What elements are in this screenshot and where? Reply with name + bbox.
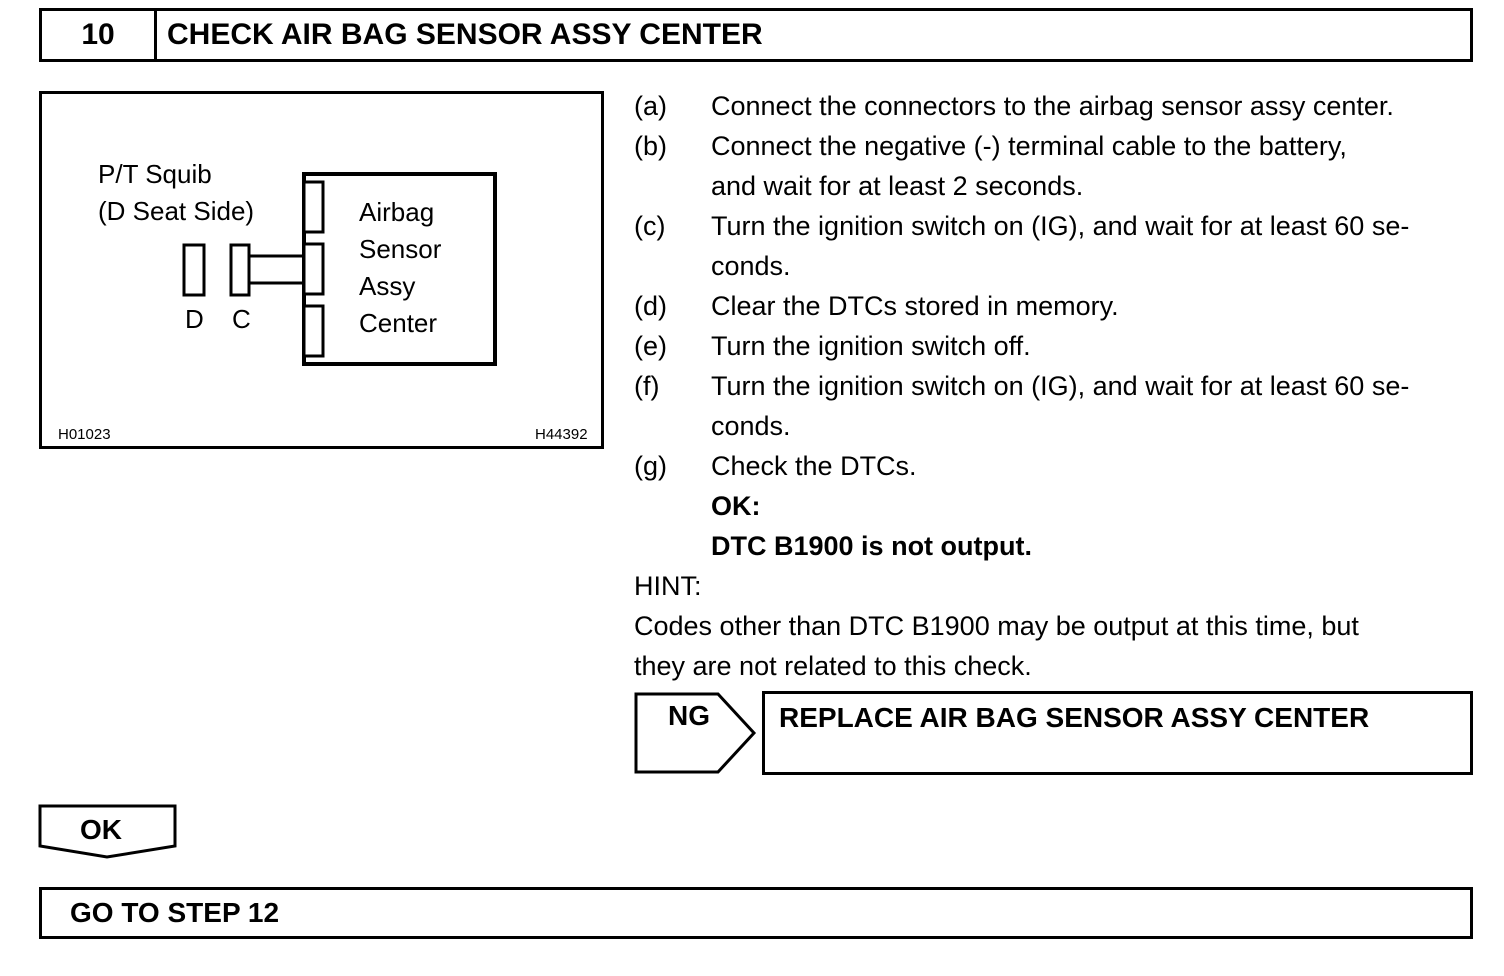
sensor-assy-box [302, 172, 497, 366]
ecu-label-line1: Airbag [359, 197, 435, 227]
hint-line-2: they are not related to this check. [634, 651, 1032, 681]
step-letter: (c) [634, 211, 666, 241]
step-letter: (e) [634, 331, 667, 361]
hint-line-1: Codes other than DTC B1900 may be output… [634, 611, 1359, 641]
connector-c-shape [229, 243, 251, 297]
step-text: Turn the ignition switch on (IG), and wa… [711, 211, 1410, 241]
step-letter: (a) [634, 91, 667, 121]
step-text: and wait for at least 2 seconds. [711, 171, 1084, 201]
hint-label: HINT: [634, 571, 702, 601]
connector-c-label: C [232, 304, 251, 334]
ok-criteria-label: OK: [711, 491, 761, 521]
ok-criteria-text: DTC B1900 is not output. [711, 531, 1033, 561]
ecu-label-line2: Sensor [359, 234, 442, 264]
connector-diagram [182, 172, 497, 366]
step-text: conds. [711, 251, 791, 281]
figure-code-left: H01023 [58, 426, 111, 443]
step-text: conds. [711, 411, 791, 441]
connector-d-label: D [185, 304, 204, 334]
step-text: Check the DTCs. [711, 451, 917, 481]
step-header: 10 CHECK AIR BAG SENSOR ASSY CENTER [39, 8, 1473, 62]
wiring-figure: P/T Squib (D Seat Side) D C Airbag Senso… [39, 91, 604, 449]
step-number: 10 [42, 11, 157, 59]
figure-code-right: H44392 [535, 426, 588, 443]
step-letter: (d) [634, 291, 667, 321]
ng-label: NG [668, 700, 710, 731]
step-text: Clear the DTCs stored in memory. [711, 291, 1119, 321]
ok-arrow-shape [38, 804, 177, 859]
squib-label-line2: (D Seat Side) [98, 196, 255, 226]
step-text: Turn the ignition switch off. [711, 331, 1031, 361]
sensor-connector-slot-1 [302, 180, 325, 234]
step-letter: (g) [634, 451, 667, 481]
ng-badge: NG [634, 690, 758, 776]
next-step-text: GO TO STEP 12 [70, 897, 280, 928]
next-step-box: GO TO STEP 12 [39, 887, 1473, 939]
ng-result-text: REPLACE AIR BAG SENSOR ASSY CENTER [779, 702, 1370, 733]
connector-d-shape [182, 243, 206, 297]
ng-result-box: REPLACE AIR BAG SENSOR ASSY CENTER [762, 691, 1473, 775]
ecu-label-line4: Center [359, 308, 438, 338]
ng-arrow-shape [634, 692, 757, 774]
step-text: Connect the negative (-) terminal cable … [711, 131, 1347, 161]
step-text: Turn the ignition switch on (IG), and wa… [711, 371, 1410, 401]
squib-label-line1: P/T Squib [98, 159, 212, 189]
ok-badge: OK [38, 804, 178, 860]
step-letter: (f) [634, 371, 660, 401]
step-letter: (b) [634, 131, 667, 161]
step-text: Connect the connectors to the airbag sen… [711, 91, 1394, 121]
sensor-connector-slot-2 [302, 242, 325, 296]
step-title: CHECK AIR BAG SENSOR ASSY CENTER [167, 18, 763, 51]
ok-label: OK [80, 814, 122, 845]
sensor-connector-slot-3 [302, 304, 325, 358]
ecu-label-line3: Assy [359, 271, 416, 301]
